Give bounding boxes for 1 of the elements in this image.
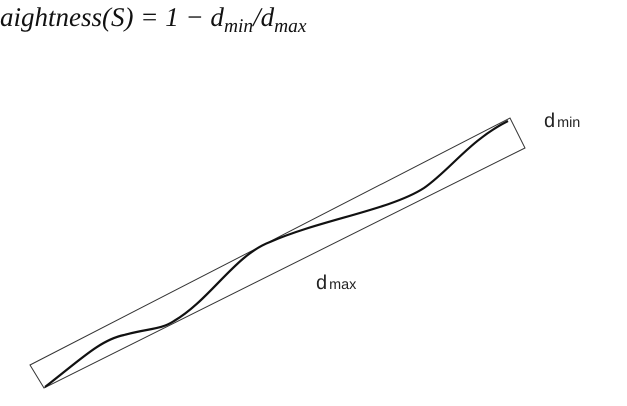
formula-title: aightness(S) = 1 − d$_{min}$/d$_{max}$ [0,2,306,38]
